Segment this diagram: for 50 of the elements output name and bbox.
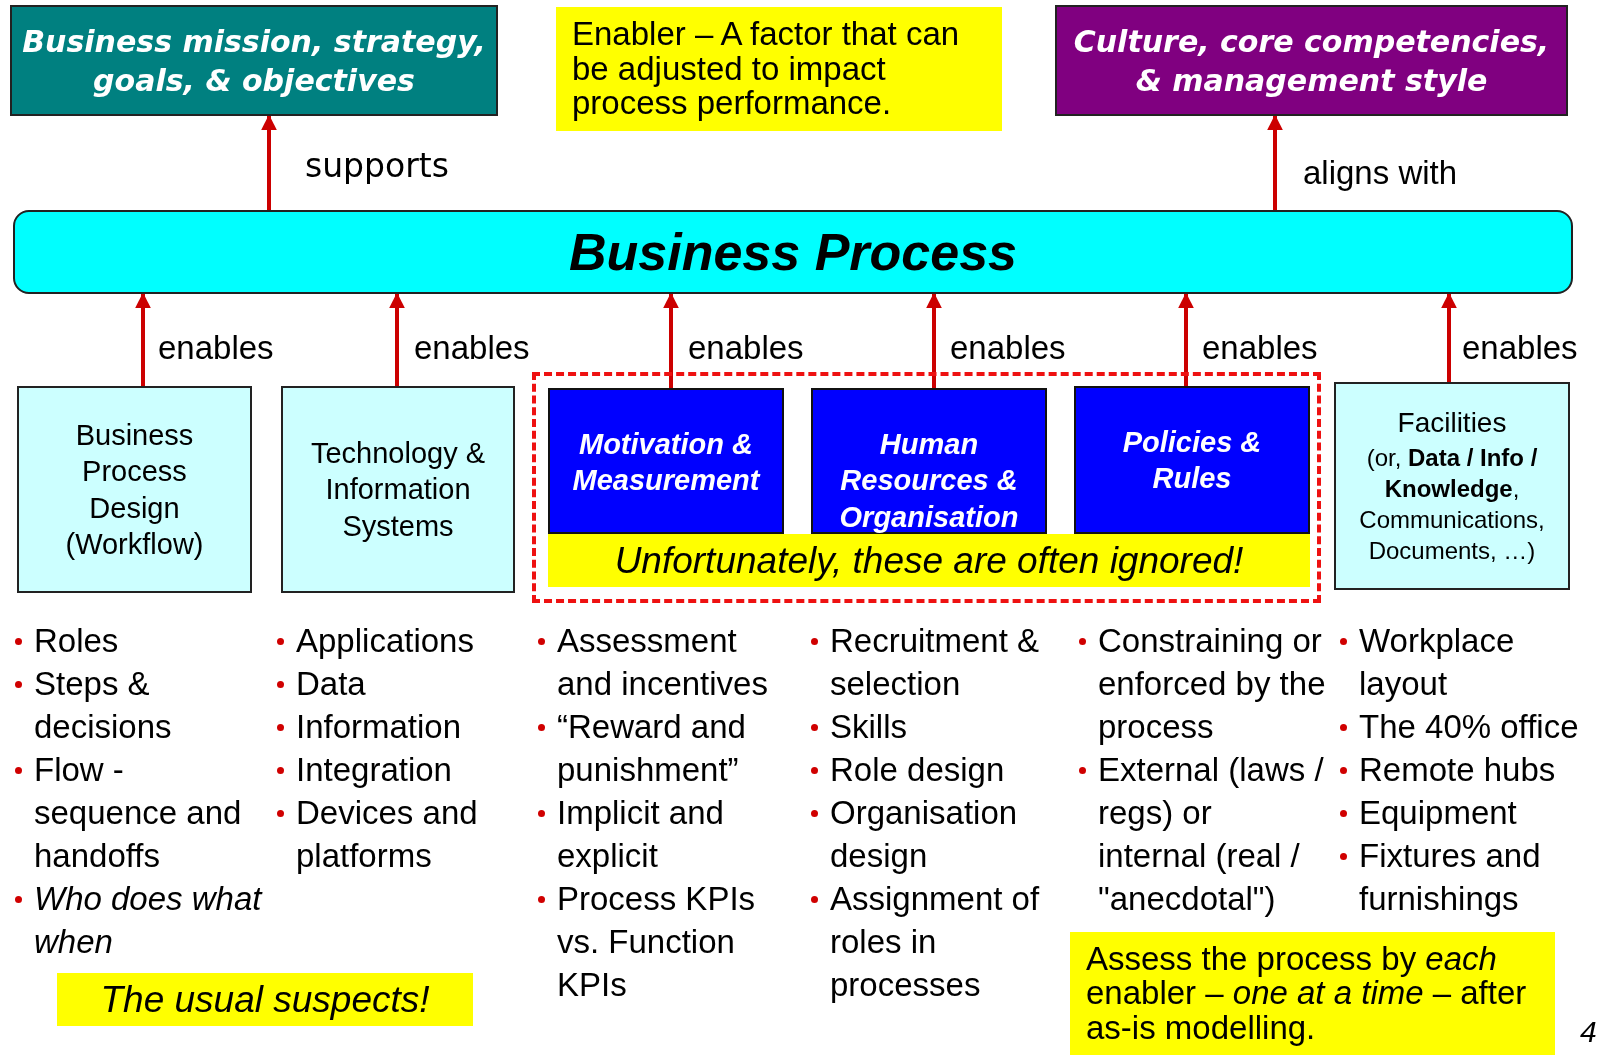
bullet-item: External (laws / regs) or internal (real / "anecdotal") <box>1098 750 1325 919</box>
callout-box: The usual suspects! <box>57 973 473 1026</box>
bullet-item: Implicit and explicit <box>557 793 725 876</box>
goal-box: Business mission, strategy, goals, & objectives <box>10 5 498 116</box>
bullet-item: Skills <box>830 707 908 747</box>
bullet-item: Roles <box>34 621 120 661</box>
callout-box: Assess the process by each enabler – one at a time – after as-is modelling. <box>1070 932 1555 1055</box>
bullet-item: The 40% office <box>1359 707 1580 747</box>
bullet-item: Steps & decisions <box>34 664 173 747</box>
group-frame <box>532 372 1321 603</box>
note-box: Enabler – A factor that can be adjusted to impact process performance. <box>556 7 1002 131</box>
enabler-box: Human Resources & Organisation <box>811 388 1047 534</box>
process-bar: Business Process <box>13 210 1573 294</box>
enabler-box: Business Process Design (Workflow) <box>17 386 252 593</box>
enabler-box: Technology & Information Systems <box>281 386 515 593</box>
enabler-box <box>1334 382 1570 590</box>
arrow <box>1441 292 1457 382</box>
bullet-item: Remote hubs <box>1359 750 1557 790</box>
arrow <box>261 114 277 210</box>
bullet-item: Workplace layout <box>1359 621 1516 704</box>
arrow <box>1178 292 1194 386</box>
bullet-item: Integration <box>296 750 453 790</box>
arrow <box>389 292 405 386</box>
bullet-item: Fixtures and furnishings <box>1359 836 1542 919</box>
arrow <box>926 292 942 388</box>
bullet-item: Constraining or enforced by the process <box>1098 621 1326 747</box>
enabler-box: Motivation & Measurement <box>548 388 784 534</box>
bullet-item: Information <box>296 707 463 747</box>
arrow <box>663 292 679 388</box>
box-heading: Facilities <box>1397 406 1507 441</box>
bullet-item: Recruitment & selection <box>830 621 1041 704</box>
bullet-item: Assignment of roles in processes <box>830 879 1041 1005</box>
bullet-item: Who does what when <box>34 879 264 962</box>
bullet-item: Equipment <box>1359 793 1518 833</box>
box-text: (or, Data / Info / Knowledge, Communications, Documents, …) <box>1358 442 1546 567</box>
callout-banner: Unfortunately, these are often ignored! <box>548 534 1310 587</box>
bullet-item: Role design <box>830 750 1006 790</box>
bullet-item: Process KPIs vs. Function KPIs <box>557 879 757 1005</box>
page-number: 4 <box>1580 1014 1597 1050</box>
arrow <box>135 292 151 386</box>
enabler-box: Policies & Rules <box>1074 386 1310 534</box>
bullet-item: Data <box>296 664 367 704</box>
bullet-item: Flow - sequence and handoffs <box>34 750 243 876</box>
bullet-item: Devices and platforms <box>296 793 479 876</box>
bullet-item: “Reward and punishment” <box>557 707 747 790</box>
arrow <box>1267 114 1283 210</box>
bullet-item: Applications <box>296 621 475 661</box>
bullet-item: Assessment and incentives <box>557 621 769 704</box>
culture-box: Culture, core competencies, & management style <box>1055 5 1568 116</box>
bullet-item: Organisation design <box>830 793 1019 876</box>
